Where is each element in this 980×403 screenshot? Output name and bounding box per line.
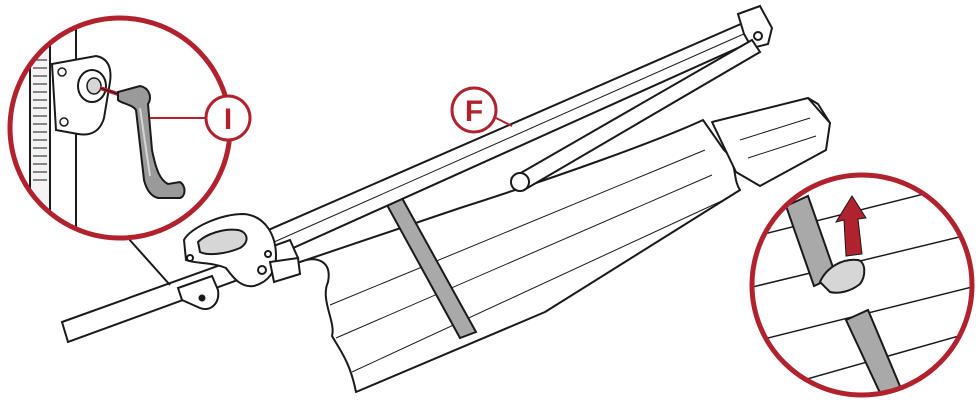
callout-i: I	[204, 94, 252, 142]
folded-canopy	[299, 97, 831, 393]
shoulder-bracket	[182, 212, 302, 288]
crank-detail-inset	[7, 15, 233, 286]
callout-i-label: I	[224, 103, 232, 136]
crank-handle	[117, 84, 186, 199]
diagonal-brace	[510, 38, 762, 192]
mount-clip	[176, 274, 220, 310]
arrow-up-icon	[834, 195, 867, 257]
callout-f: F	[450, 86, 513, 134]
callout-f-label: F	[465, 95, 483, 128]
hook-detail-inset	[749, 172, 975, 398]
